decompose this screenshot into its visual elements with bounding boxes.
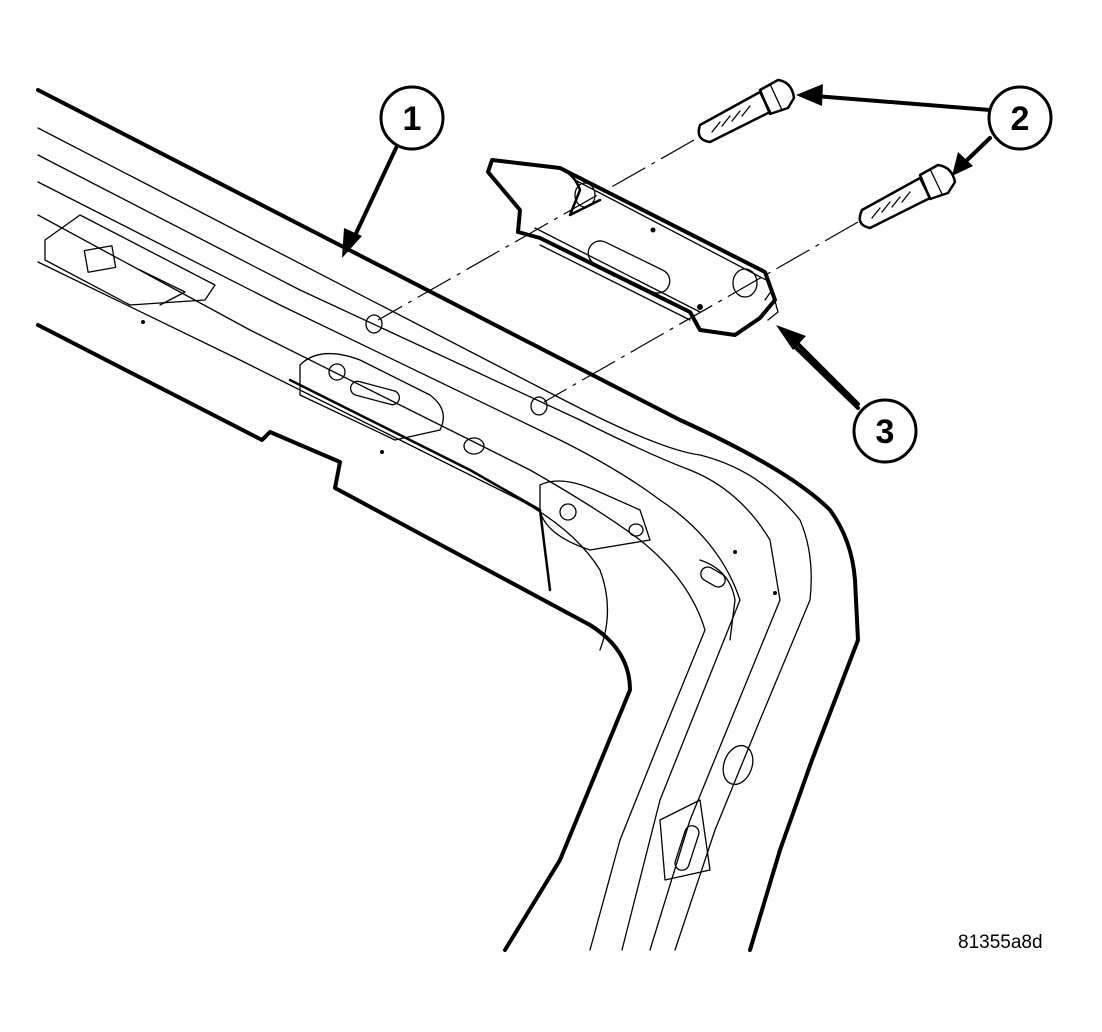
roof-frame-rail <box>36 88 860 952</box>
callout-2: 2 <box>987 85 1053 151</box>
alignment-lines <box>377 139 859 403</box>
callout-3: 3 <box>852 398 918 464</box>
callout-2-label: 2 <box>1011 100 1030 138</box>
callout-1: 1 <box>379 85 445 151</box>
figure-id: 81355a8d <box>958 932 1043 953</box>
bolt-lower <box>858 163 957 230</box>
bracket <box>486 158 779 337</box>
callout-3-label: 3 <box>876 413 895 451</box>
leader-arrows <box>342 84 992 410</box>
bolt-upper <box>697 78 796 144</box>
callout-1-label: 1 <box>403 100 422 138</box>
